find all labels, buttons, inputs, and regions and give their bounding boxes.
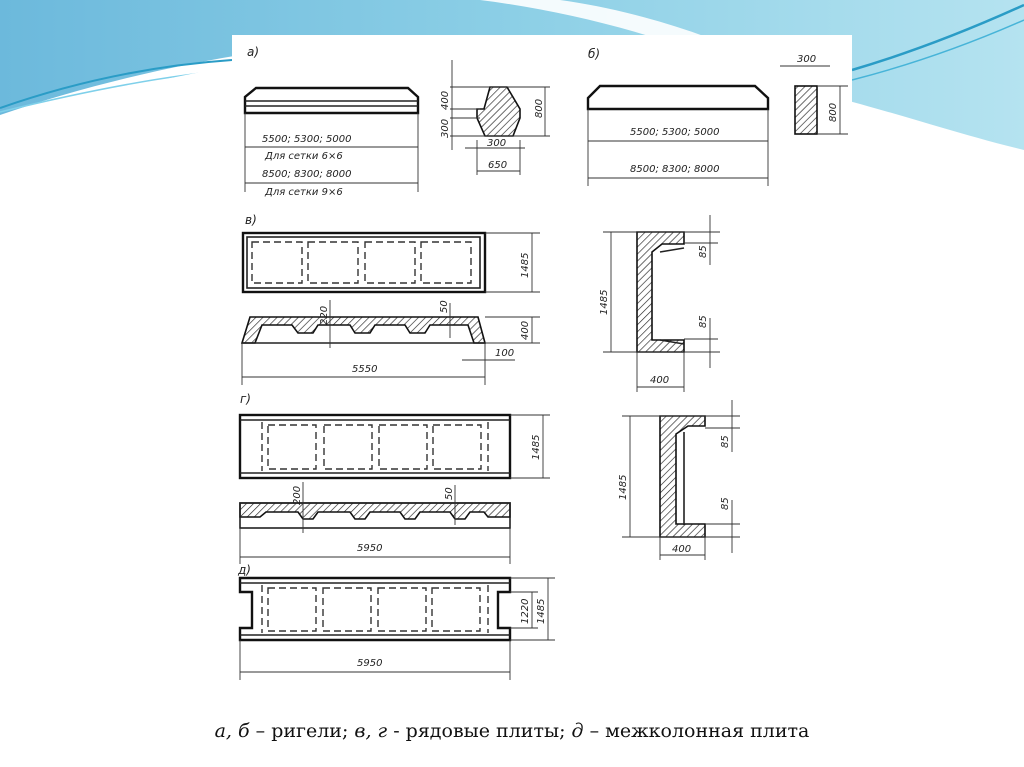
dim-g-200: 200 (292, 486, 303, 505)
dim-b-length-1: 5500; 5300; 5000 (630, 127, 719, 138)
dim-g-section-85-top: 85 (720, 435, 731, 448)
dim-v-1485: 1485 (520, 253, 531, 278)
dim-a-650: 650 (488, 160, 507, 171)
dim-a-300-bottom: 300 (487, 138, 506, 149)
slide-caption: а, б – ригели; в, г - рядовые плиты; д –… (0, 720, 1024, 742)
dim-g-1485: 1485 (531, 435, 542, 460)
dim-d-5950: 5950 (357, 658, 382, 669)
dim-b-300: 300 (797, 54, 816, 65)
dim-g-section-400: 400 (672, 544, 691, 555)
figure-g-ordinary-slab: г) 1485 200 50 5950 1485 85 85 400 (238, 392, 740, 564)
dim-v-section-1485: 1485 (599, 290, 610, 315)
dim-v-220: 220 (319, 306, 330, 325)
dim-v-50: 50 (439, 300, 450, 313)
note-grid-6x6: Для сетки 6×6 (264, 151, 343, 162)
dim-v-section-85-top: 85 (698, 245, 709, 258)
dim-a-400: 400 (440, 91, 451, 110)
label-a: а) (247, 45, 259, 59)
dim-g-50: 50 (444, 487, 455, 500)
dim-v-400: 400 (520, 321, 531, 340)
figure-b-crossbar: б) 5500; 5300; 5000 8500; 8300; 8000 300… (586, 47, 848, 186)
figure-d-intercolumn-slab: д) 1220 1485 5950 (237, 563, 555, 680)
label-v: в) (245, 213, 257, 227)
dim-d-1220: 1220 (520, 599, 531, 624)
caption-text-ordinary-slabs: - рядовые плиты; (387, 720, 572, 742)
dim-d-1485: 1485 (536, 599, 547, 624)
dim-v-section-400: 400 (650, 375, 669, 386)
caption-part-d: д (571, 720, 584, 742)
caption-part-vg: в, г (354, 720, 388, 742)
caption-part-ab: а, б (214, 720, 250, 742)
label-g: г) (240, 392, 251, 406)
caption-text-crossbars: – ригели; (249, 720, 355, 742)
dim-v-5550: 5550 (352, 364, 377, 375)
figure-v-ordinary-slab: в) 1485 220 50 400 100 5550 1485 85 85 4… (240, 213, 720, 392)
note-grid-9x6: Для сетки 9×6 (264, 187, 343, 198)
dim-v-section-85-bottom: 85 (698, 315, 709, 328)
caption-text-intercolumn-slab: – межколонная плита (583, 720, 810, 742)
dim-v-100: 100 (495, 348, 514, 359)
dim-g-section-85-bottom: 85 (720, 497, 731, 510)
dim-a-800: 800 (534, 99, 545, 118)
dim-a-length-6x6: 5500; 5300; 5000 (262, 134, 351, 145)
dim-g-section-1485: 1485 (618, 475, 629, 500)
figure-a-crossbar: а) 5500; 5300; 5000 Для сетки 6×6 8500; … (243, 45, 550, 198)
swoosh-line-right-2 (851, 19, 1024, 81)
dim-b-length-2: 8500; 8300; 8000 (630, 164, 719, 175)
swoosh-line-right (851, 3, 1024, 72)
dim-a-300: 300 (440, 119, 451, 138)
technical-drawing: а) 5500; 5300; 5000 Для сетки 6×6 8500; … (232, 35, 852, 690)
dim-g-5950: 5950 (357, 543, 382, 554)
swoosh-line-left (0, 59, 233, 109)
dim-b-800: 800 (828, 103, 839, 122)
dim-a-length-9x6: 8500; 8300; 8000 (262, 169, 351, 180)
label-d: д) (237, 563, 251, 577)
label-b: б) (588, 47, 600, 61)
